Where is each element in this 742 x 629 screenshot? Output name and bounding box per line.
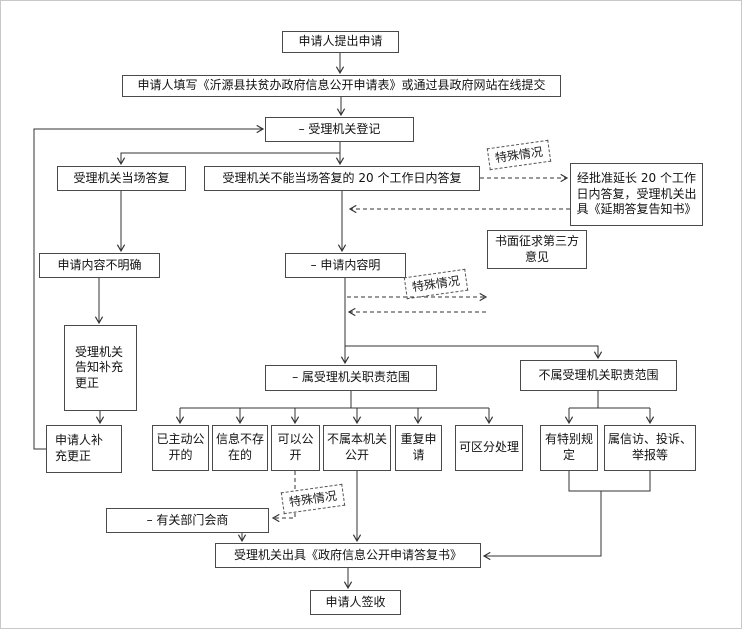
node-out-scope: 不属受理机关职责范围 (520, 360, 677, 391)
node-reply-20days: 受理机关不能当场答复的 20 个工作日内答复 (204, 166, 480, 191)
node-already-public: 已主动公开的 (152, 425, 209, 471)
node-content-clear: – 申请内容明 (285, 253, 406, 278)
node-applicant-supplement: 申请人补充更正 (46, 425, 122, 473)
node-extend: 经批准延长 20 个工作日内答复，受理机关出具《延期答复告知书》 (570, 163, 703, 226)
node-reply-doc: 受理机关出具《政府信息公开申请答复书》 (215, 543, 481, 568)
node-submit: 申请人提出申请 (282, 31, 399, 53)
node-notify-supplement: 受理机关告知补充更正 (64, 325, 137, 411)
node-register: – 受理机关登记 (265, 117, 414, 142)
node-special-rule: 有特别规定 (540, 425, 598, 471)
node-third-party: 书面征求第三方意见 (487, 230, 587, 269)
node-in-scope: – 属受理机关职责范围 (265, 365, 437, 391)
node-not-exist: 信息不存在的 (212, 425, 268, 471)
node-reply-onspot: 受理机关当场答复 (57, 166, 186, 191)
node-content-unclear: 申请内容不明确 (39, 253, 160, 278)
node-petition: 属信访、投诉、举报等 (604, 425, 696, 471)
node-can-public: 可以公开 (271, 425, 320, 471)
node-separable: 可区分处理 (455, 425, 523, 471)
node-fill-form: 申请人填写《沂源县扶贫办政府信息公开申请表》或通过县政府网站在线提交 (122, 75, 561, 97)
node-sign: 申请人签收 (310, 590, 401, 615)
node-not-this-org: 不属本机关公开 (323, 425, 391, 471)
node-repeat-apply: 重复申请 (395, 425, 442, 471)
node-consult: – 有关部门会商 (106, 508, 269, 533)
